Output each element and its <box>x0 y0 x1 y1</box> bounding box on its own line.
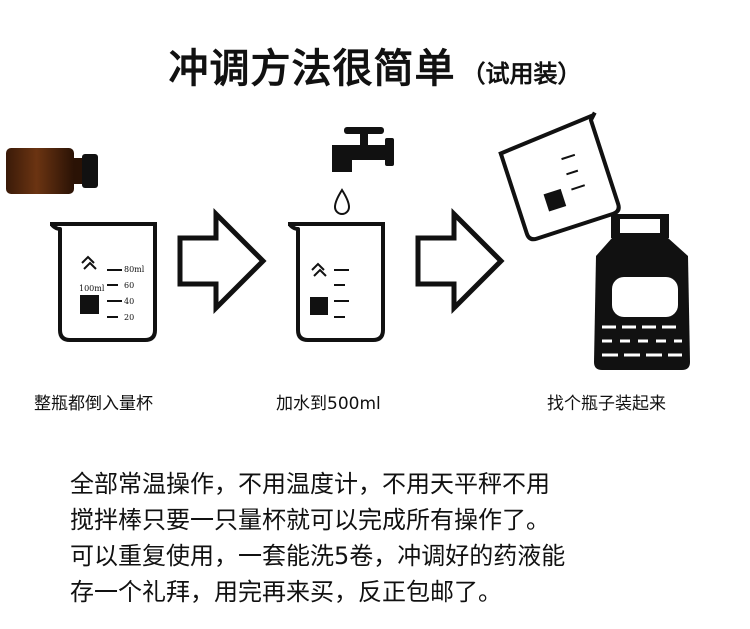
beaker-tick-40: 40 <box>124 297 134 306</box>
amber-bottle-icon <box>6 148 98 194</box>
instruction-illustration: 100ml 80ml 60 40 20 <box>6 111 690 370</box>
storage-bottle-icon <box>594 214 690 370</box>
description-line: 存一个礼拜，用完再来买，反正包邮了。 <box>70 578 502 606</box>
pouring-beaker-icon <box>498 111 621 242</box>
beaker-tick-20: 20 <box>124 313 134 322</box>
beaker-icon: 100ml 80ml 60 40 20 <box>50 222 157 342</box>
beaker-tick-80: 80ml <box>124 265 145 274</box>
arrow-right-icon <box>177 207 267 315</box>
beaker-icon-2 <box>288 222 385 342</box>
description-line: 搅拌棒只要一只量杯就可以完成所有操作了。 <box>70 506 550 534</box>
faucet-icon <box>332 127 394 215</box>
step-1-label: 整瓶都倒入量杯 <box>34 394 153 414</box>
title-main: 冲调方法很简单 <box>168 46 456 92</box>
description-line: 可以重复使用，一套能洗5卷，冲调好的药液能 <box>70 542 566 570</box>
beaker-tick-60: 60 <box>124 281 134 290</box>
step-3-label: 找个瓶子装起来 <box>547 394 666 414</box>
step-2-label: 加水到500ml <box>276 394 381 414</box>
instruction-description: 全部常温操作，不用温度计，不用天平秤不用 搅拌棒只要一只量杯就可以完成所有操作了… <box>70 466 710 610</box>
beaker-volume-label: 100ml <box>79 284 105 293</box>
title-sub: （试用装） <box>461 60 582 88</box>
arrow-right-icon-2 <box>415 207 505 315</box>
page-title: 冲调方法很简单（试用装） <box>0 36 750 94</box>
description-line: 全部常温操作，不用温度计，不用天平秤不用 <box>70 470 550 498</box>
